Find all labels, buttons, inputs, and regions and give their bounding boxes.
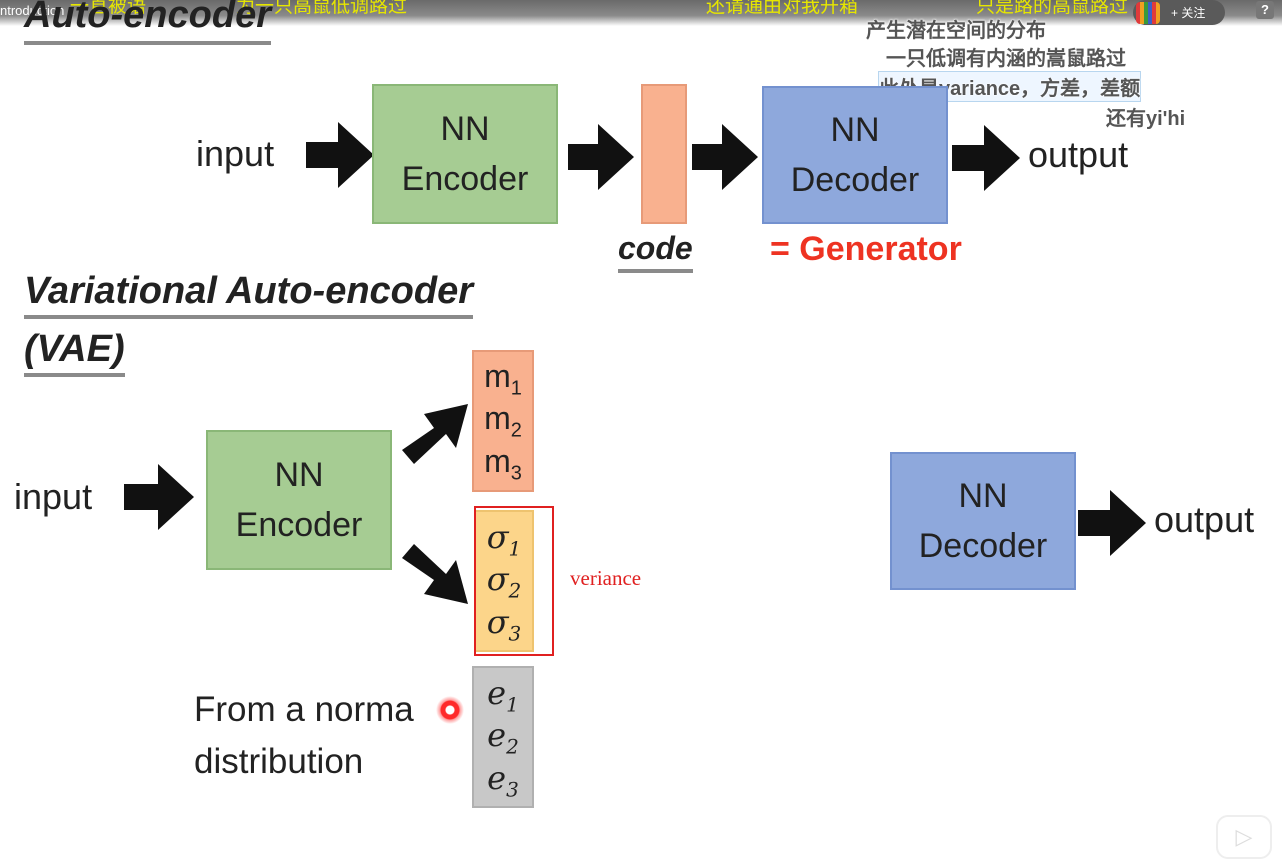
- vae-decoder-box: NN Decoder: [890, 452, 1076, 590]
- m-element: m2: [484, 400, 522, 442]
- vae-title-line1: Variational Auto-encoder: [24, 270, 474, 319]
- ae-decoder-line2: Decoder: [790, 161, 920, 199]
- danmaku-comment: 一直被语: [70, 0, 147, 17]
- play-icon[interactable]: ▷: [1216, 815, 1272, 859]
- danmaku-comment: 为一只高鼠低调路过: [236, 0, 408, 17]
- vae-encoder-box: NN Encoder: [206, 430, 392, 570]
- ae-encoder-line2: Encoder: [401, 160, 529, 198]
- sigma-element: σ2: [486, 560, 522, 603]
- m-element: m3: [484, 442, 522, 485]
- subtitle-line: 还有yi'hi: [1106, 108, 1186, 130]
- ae-input-label: input: [196, 133, 275, 174]
- m-element: m1: [484, 358, 522, 400]
- danmaku-comment: 只是路的高鼠路过: [976, 0, 1129, 17]
- veriance-annotation: veriance: [570, 566, 642, 590]
- m-vector: m1 m2 m3: [472, 350, 534, 492]
- ae-decoder-box: NN Decoder: [762, 86, 948, 224]
- video-title: ntroduction: [0, 3, 65, 18]
- arrow-right-icon: [1078, 490, 1146, 556]
- vae-decoder-line2: Decoder: [918, 527, 1048, 565]
- e-element: e1: [487, 674, 519, 717]
- normal-distribution-label-line1: From a norma: [194, 690, 414, 729]
- arrow-down-right-icon: [402, 544, 468, 604]
- vae-output-label: output: [1154, 499, 1255, 540]
- vae-decoder-line1: NN: [958, 477, 1008, 515]
- arrow-right-icon: [952, 125, 1020, 191]
- help-icon[interactable]: ?: [1256, 1, 1274, 19]
- ae-code-label: code: [618, 230, 693, 273]
- ae-encoder-line1: NN: [440, 110, 490, 148]
- subtitle-line: 一只低调有内涵的嵩鼠路过: [886, 48, 1126, 70]
- e-element: e3: [487, 758, 519, 802]
- sigma-element: σ1: [486, 518, 522, 561]
- arrow-up-right-icon: [402, 404, 468, 464]
- veriance-highlight-frame: [474, 506, 554, 656]
- vae-encoder-line2: Encoder: [235, 506, 363, 544]
- arrow-right-icon: [568, 124, 634, 190]
- follow-button[interactable]: + 关注: [1133, 0, 1225, 25]
- arrow-right-icon: [306, 122, 374, 188]
- subtitle-line: 产生潜在空间的分布: [866, 20, 1046, 42]
- ae-output-label: output: [1028, 134, 1129, 175]
- arrow-right-icon: [124, 464, 194, 530]
- ae-code-vector: [641, 84, 687, 224]
- follow-label: + 关注: [1171, 6, 1206, 20]
- sigma-element: σ3: [486, 602, 522, 646]
- ae-encoder-box: NN Encoder: [372, 84, 558, 224]
- vae-title-line2: (VAE): [24, 328, 125, 377]
- vae-encoder-line1: NN: [274, 456, 324, 494]
- ae-title: Auto-encoder: [24, 0, 271, 45]
- arrow-right-icon: [692, 124, 758, 190]
- cursor-icon: [436, 696, 464, 724]
- normal-distribution-label-line2: distribution: [194, 742, 364, 781]
- player-top-bar: ntroduction 一直被语 为一只高鼠低调路过 还请通由对我开箱 只是路的…: [0, 0, 1282, 26]
- uploader-avatar[interactable]: [1136, 2, 1160, 24]
- danmaku-comment: 还请通由对我开箱: [706, 0, 859, 17]
- vae-input-label: input: [14, 476, 93, 517]
- e-element: e2: [487, 716, 519, 759]
- ae-decoder-line1: NN: [830, 111, 880, 149]
- generator-label: = Generator: [770, 230, 962, 268]
- e-vector: e1 e2 e3: [472, 666, 534, 808]
